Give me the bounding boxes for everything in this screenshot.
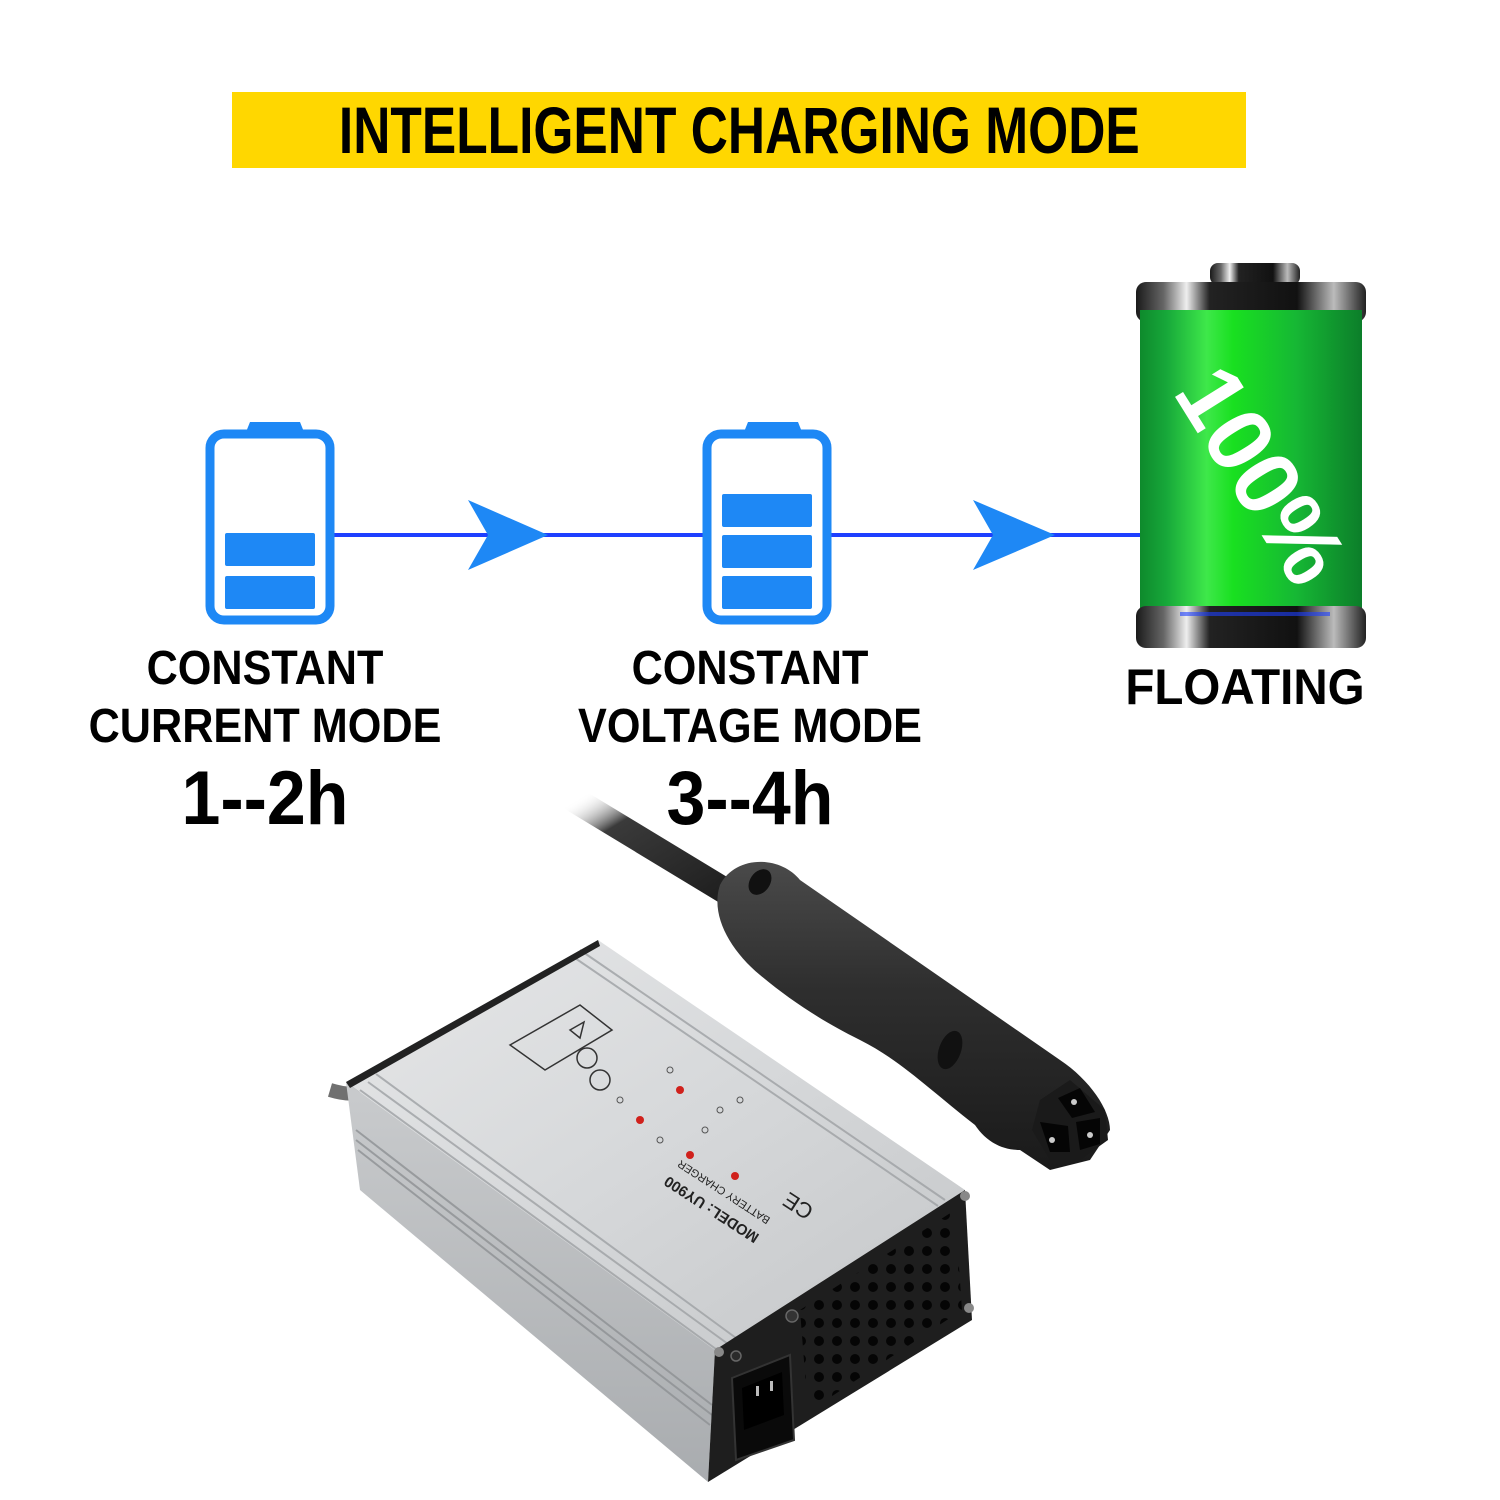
ac-inlet: [730, 1353, 796, 1462]
stage-title-line2: CURRENT MODE: [88, 700, 442, 753]
charger-body: MODEL: UY900 BATTERY CHARGER CE: [346, 940, 974, 1482]
stage-label-floating: FLOATING: [1110, 662, 1380, 712]
stage-duration: 3--4h: [666, 756, 834, 841]
plug-pin-face: [1032, 1080, 1108, 1160]
arrow-right-icon: [468, 500, 548, 570]
charger-plug: [717, 861, 1110, 1170]
battery-three-bars-icon: [702, 422, 832, 625]
stage-title-line1: CONSTANT: [631, 642, 869, 695]
stage-title-line2: VOLTAGE MODE: [578, 700, 922, 753]
title-banner: INTELLIGENT CHARGING MODE: [232, 92, 1246, 168]
spec-indicators: [616, 1066, 744, 1180]
stage-duration: 1--2h: [181, 756, 349, 841]
stage-label-constant-voltage: CONSTANT VOLTAGE MODE 3--4h: [550, 645, 950, 837]
battery-full-green-icon: 100%: [1136, 263, 1366, 648]
stage-title-line1: CONSTANT: [146, 642, 384, 695]
stage-title-line1: FLOATING: [1125, 659, 1365, 715]
banner-title: INTELLIGENT CHARGING MODE: [338, 93, 1140, 167]
arrow-right-icon: [973, 500, 1055, 570]
power-indicator-icon: [785, 1309, 799, 1323]
battery-two-bars-icon: [205, 422, 335, 625]
stage-label-constant-current: CONSTANT CURRENT MODE 1--2h: [60, 645, 470, 837]
